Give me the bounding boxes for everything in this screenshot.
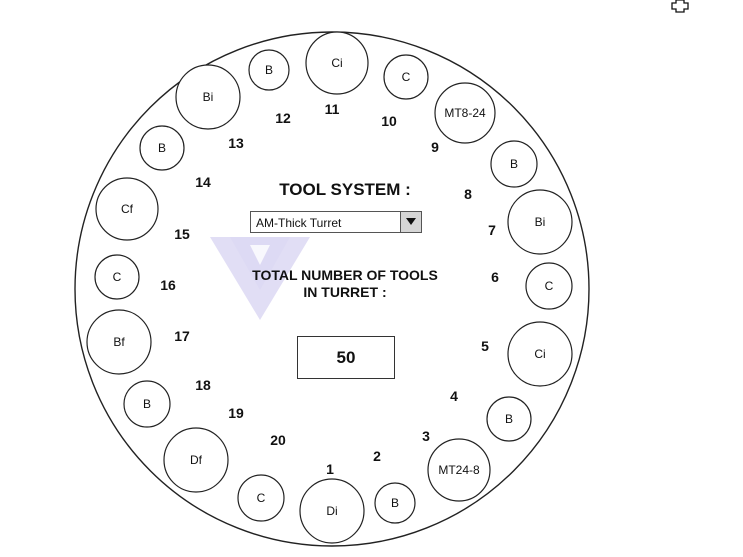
- station-circle: [95, 177, 159, 241]
- total-tools-value: 50: [297, 336, 395, 379]
- station-circle: [490, 140, 538, 188]
- station-circle: [383, 54, 429, 100]
- station-circle: [237, 474, 285, 522]
- station-number: 20: [270, 432, 286, 448]
- station-number: 3: [422, 428, 430, 444]
- turret-station: B: [248, 49, 290, 91]
- turret-station: B: [490, 140, 538, 188]
- station-number: 7: [488, 222, 496, 238]
- station-tool-label: B: [510, 157, 518, 171]
- turret-station: Di: [299, 478, 365, 544]
- station-circle: [139, 125, 185, 171]
- turret-station: Ci: [507, 321, 573, 387]
- station-tool-label: Ci: [534, 347, 545, 361]
- station-tool-label: C: [545, 279, 554, 293]
- station-number: 2: [373, 448, 381, 464]
- turret-station: C: [237, 474, 285, 522]
- total-tools-label-line2: IN TURRET :: [303, 284, 387, 300]
- station-circle: [507, 321, 573, 387]
- station-circle: [163, 427, 229, 493]
- tool-system-label: TOOL SYSTEM :: [279, 180, 411, 199]
- total-tools-label: TOTAL NUMBER OF TOOLS: [252, 267, 438, 283]
- turret-station: C: [525, 262, 573, 310]
- station-number: 6: [491, 269, 499, 285]
- station-circle: [248, 49, 290, 91]
- station-tool-label: C: [402, 70, 411, 84]
- station-tool-label: Bi: [535, 215, 546, 229]
- station-tool-label: B: [505, 412, 513, 426]
- station-number: 19: [228, 405, 244, 421]
- station-circle: [507, 189, 573, 255]
- station-tool-label: Ci: [331, 56, 342, 70]
- turret-station: MT24-8: [427, 438, 491, 502]
- turret-station: Bi: [175, 64, 241, 130]
- station-circle: [94, 254, 140, 300]
- turret-station: Ci: [305, 31, 369, 95]
- station-number: 12: [275, 110, 291, 126]
- station-circle: [434, 82, 496, 144]
- station-tool-label: Cf: [121, 202, 134, 216]
- station-tool-label: Bi: [203, 90, 214, 104]
- turret-station: C: [383, 54, 429, 100]
- dropdown-button[interactable]: [400, 212, 421, 232]
- turret-station: Bf: [86, 309, 152, 375]
- station-number: 5: [481, 338, 489, 354]
- station-tool-label: MT24-8: [438, 463, 480, 477]
- turret-station: B: [374, 482, 416, 524]
- station-number: 16: [160, 277, 176, 293]
- station-tool-label: B: [143, 397, 151, 411]
- station-circle: [86, 309, 152, 375]
- station-circle: [175, 64, 241, 130]
- station-tool-label: Di: [326, 504, 337, 518]
- watermark-logo-icon: [210, 237, 310, 320]
- cursor-cross-icon: [671, 0, 689, 13]
- station-circle: [486, 396, 532, 442]
- station-circle: [374, 482, 416, 524]
- station-tool-label: MT8-24: [444, 106, 486, 120]
- station-number: 1: [326, 461, 334, 477]
- dropdown-arrow-icon: [406, 218, 416, 225]
- station-circle: [525, 262, 573, 310]
- station-tool-label: C: [113, 270, 122, 284]
- station-number: 9: [431, 139, 439, 155]
- station-circle: [427, 438, 491, 502]
- tool-system-selected-value: AM-Thick Turret: [256, 216, 342, 230]
- turret-station: Df: [163, 427, 229, 493]
- station-tool-label: B: [158, 141, 166, 155]
- station-number: 17: [174, 328, 190, 344]
- station-tool-label: B: [265, 63, 273, 77]
- station-number: 18: [195, 377, 211, 393]
- station-number: 15: [174, 226, 190, 242]
- station-circle: [299, 478, 365, 544]
- station-tool-label: C: [257, 491, 266, 505]
- station-number: 11: [325, 101, 340, 117]
- station-tool-label: B: [391, 496, 399, 510]
- station-circle: [305, 31, 369, 95]
- station-tool-label: Bf: [113, 335, 125, 349]
- station-number: 14: [195, 174, 211, 190]
- turret-station: B: [486, 396, 532, 442]
- turret-station: Bi: [507, 189, 573, 255]
- turret-station: C: [94, 254, 140, 300]
- station-number: 13: [228, 135, 244, 151]
- station-tool-label: Df: [190, 453, 203, 467]
- station-number: 4: [450, 388, 458, 404]
- turret-station: B: [139, 125, 185, 171]
- station-number: 10: [381, 113, 397, 129]
- turret-station: B: [123, 380, 171, 428]
- tool-system-dropdown[interactable]: AM-Thick Turret: [250, 211, 422, 233]
- turret-station: Cf: [95, 177, 159, 241]
- station-circle: [123, 380, 171, 428]
- station-number: 8: [464, 186, 472, 202]
- turret-station: MT8-24: [434, 82, 496, 144]
